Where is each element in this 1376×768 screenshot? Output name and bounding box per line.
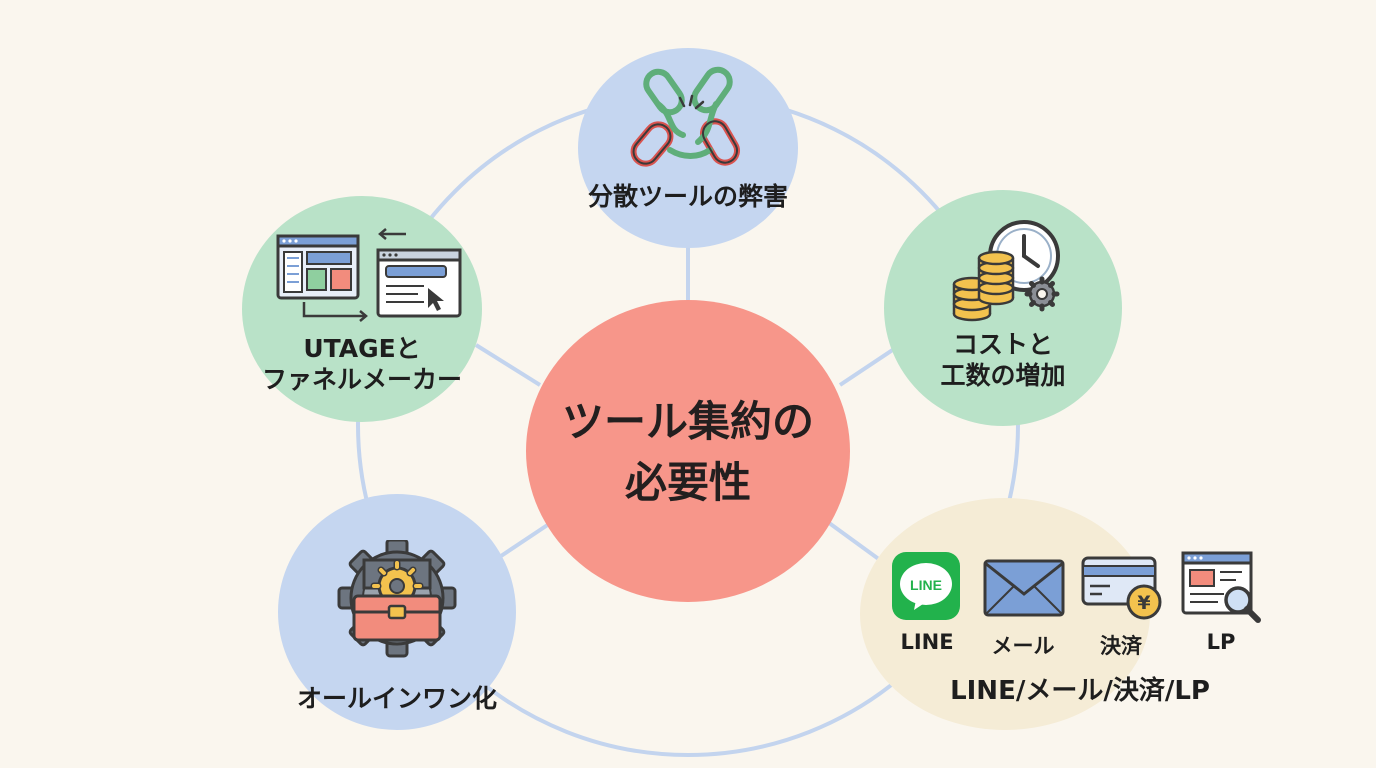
node-dispersed-tools: 分散ツールの弊害 — [578, 48, 798, 248]
node-allinone-label: オールインワン化 — [296, 684, 497, 713]
node-utage-line1: UTAGEと — [303, 334, 421, 363]
browser-windows-icon — [276, 228, 462, 322]
center-circle: ツール集約の 必要性 — [526, 300, 850, 602]
node-cost-line2: 工数の増加 — [940, 360, 1066, 390]
spoke-lower-right — [823, 518, 882, 562]
credit-card-yen-icon: ¥ — [1081, 556, 1162, 620]
spoke-upper-left — [474, 343, 542, 387]
envelope-icon — [983, 559, 1065, 617]
node-dispersed-label: 分散ツールの弊害 — [587, 182, 788, 211]
node-utage-label: UTAGEと ファネルメーカー — [220, 334, 504, 395]
center-title: ツール集約の 必要性 — [526, 392, 850, 514]
tool-label-payment: 決済 — [1100, 634, 1142, 658]
node-cost-line1: コストと — [952, 330, 1053, 359]
node-tools-label: LINE/メール/決済/LP — [950, 676, 1210, 706]
spoke-upper-right — [838, 343, 902, 387]
node-cost: コストと 工数の増加 — [884, 190, 1122, 426]
node-utage: UTAGEと ファネルメーカー — [242, 196, 482, 422]
spoke-lower-left — [493, 518, 557, 562]
broken-chain-icon — [630, 66, 740, 167]
tool-label-line: LINE — [900, 630, 954, 654]
tools-row: LINE ¥ LINE メール 決済 LP — [880, 548, 1280, 668]
line-badge-text: LINE — [910, 577, 942, 593]
node-cost-label: コストと 工数の増加 — [884, 330, 1122, 391]
tool-label-mail: メール — [991, 634, 1055, 658]
yen-symbol: ¥ — [1137, 592, 1150, 614]
tool-label-lp: LP — [1206, 630, 1236, 654]
center-title-line2: 必要性 — [624, 457, 751, 507]
line-app-icon: LINE — [892, 552, 960, 620]
gear-toolbox-icon — [337, 540, 457, 658]
node-allinone: オールインワン化 — [278, 494, 516, 730]
center-title-line1: ツール集約の — [561, 397, 814, 446]
clock-coins-gear-icon — [952, 220, 1060, 322]
node-utage-line2: ファネルメーカー — [261, 364, 462, 394]
web-page-search-icon — [1181, 551, 1261, 623]
